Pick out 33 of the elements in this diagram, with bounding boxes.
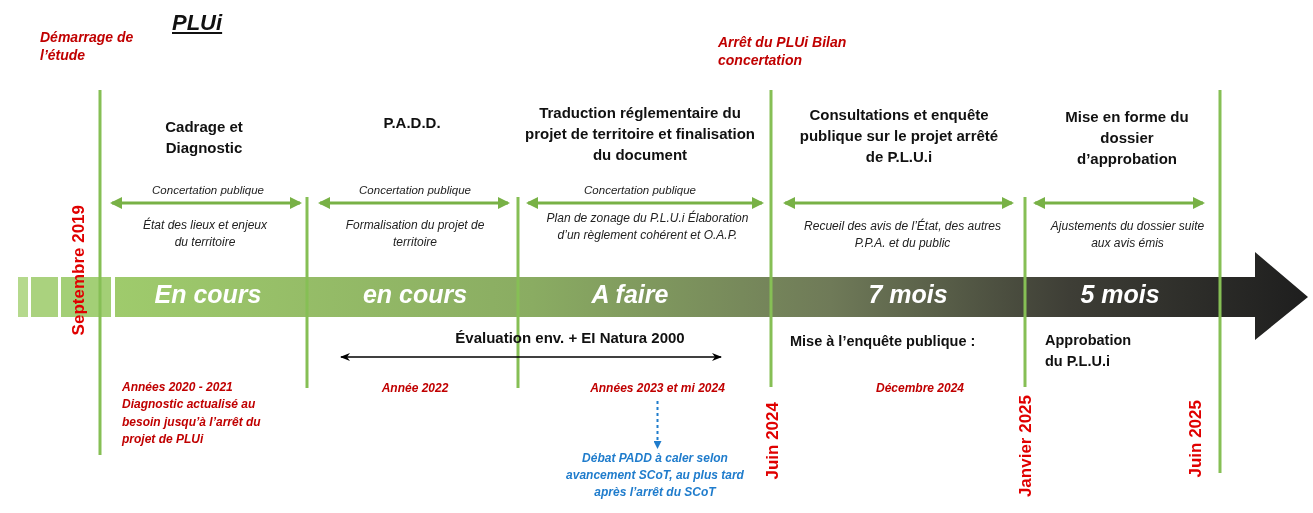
status-label: En cours xyxy=(153,282,263,307)
phase-description: Plan de zonage du P.L.U.i Élaboration d’un règlement cohérent et O.A.P. xyxy=(545,210,750,244)
span-label: Concertation publique xyxy=(358,183,472,198)
phase-title: Mise en forme du dossier d’approbation xyxy=(1064,107,1190,169)
phase-description: État des lieux et enjeux du territoire xyxy=(141,217,269,251)
span-label: Concertation publique xyxy=(583,183,697,198)
phase-description: Formalisation du projet de territoire xyxy=(345,217,485,251)
milestone-label: Arrêt du PLUi Bilan concertation xyxy=(718,33,848,70)
step-label: Mise à l’enquête publique : xyxy=(790,332,977,351)
status-label: 7 mois xyxy=(867,282,949,307)
date-label: Juin 2024 xyxy=(764,402,781,480)
phase-title: P.A.D.D. xyxy=(382,113,442,133)
status-label: en cours xyxy=(361,282,469,307)
phase-description: Ajustements du dossier suite aux avis émis xyxy=(1049,218,1206,252)
period-label: Année 2022 xyxy=(380,380,450,397)
dotted-arrow xyxy=(653,400,662,449)
status-label: A faire xyxy=(590,282,670,307)
period-label: Décembre 2024 xyxy=(874,380,966,397)
phase-title: Cadrage et Diagnostic xyxy=(164,117,244,158)
phase-title: Consultations et enquête publique sur le projet arrêté de P.L.U.i xyxy=(798,105,1000,167)
date-label: Janvier 2025 xyxy=(1017,395,1034,498)
date-label: Juin 2025 xyxy=(1187,400,1204,478)
period-label: Années 2023 et mi 2024 xyxy=(565,380,750,399)
step-label: Approbation du P.L.U.i xyxy=(1045,331,1133,371)
diagram-title: PLUi xyxy=(172,9,223,37)
note-text: Débat PADD à caler selon avancement SCoT, au plus tard après l’arrêt du SCoT xyxy=(555,450,755,510)
period-note: Années 2020 - 2021 Diagnostic actualisé au besoin jusqu’à l’arrêt du projet de PLUi xyxy=(122,379,262,449)
status-label: 5 mois xyxy=(1079,282,1161,307)
milestone-label: Démarrage de l’étude xyxy=(40,28,135,65)
phase-description: Recueil des avis de l’État, des autres P.P.A. et du public xyxy=(803,218,1002,252)
date-label: Septembre 2019 xyxy=(70,205,87,336)
phase-title: Traduction réglementaire du projet de territoire et finalisation du document xyxy=(523,103,756,165)
span-label: Concertation publique xyxy=(151,183,265,198)
